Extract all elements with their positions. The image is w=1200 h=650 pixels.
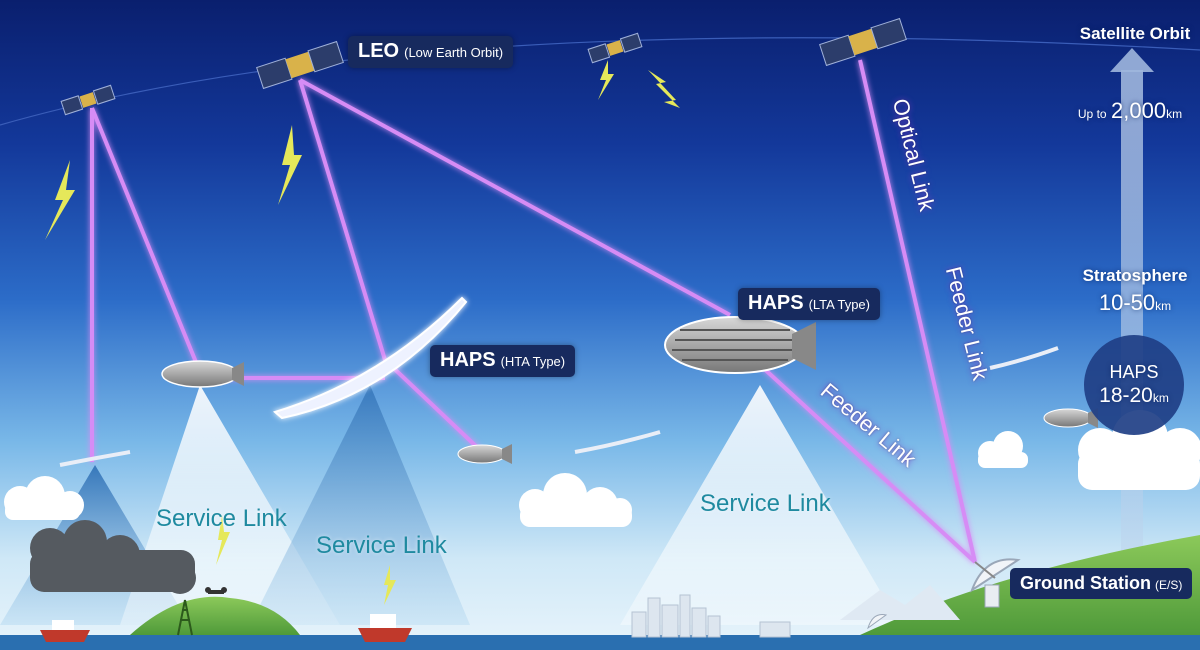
city-skyline-icon bbox=[631, 594, 791, 638]
satellite-dish-icon bbox=[970, 558, 1021, 608]
haps-hta-label: HAPS (HTA Type) bbox=[430, 345, 576, 377]
storm-cloud-icon bbox=[30, 520, 196, 594]
haps-lta-label: HAPS (LTA Type) bbox=[738, 288, 880, 320]
ground-station-label-main: Ground Station bbox=[1020, 573, 1151, 593]
drone-icon bbox=[205, 587, 227, 594]
airship-icon bbox=[457, 444, 512, 464]
ground-station-label: Ground Station(E/S) bbox=[1010, 568, 1193, 599]
ship-icon bbox=[358, 614, 412, 642]
haps-altitude: 18-20km bbox=[1084, 384, 1184, 408]
haps-lta-label-main: HAPS bbox=[748, 292, 804, 314]
haps-altitude-unit: km bbox=[1152, 391, 1169, 405]
haps-hta-label-sub: (HTA Type) bbox=[500, 354, 566, 369]
hta-aircraft-icon bbox=[59, 450, 131, 467]
service-link-label: Service Link bbox=[316, 532, 447, 559]
haps-altitude-circle bbox=[1084, 335, 1184, 435]
haps-lta-label-sub: (LTA Type) bbox=[808, 297, 870, 312]
satellite-icon bbox=[819, 17, 907, 67]
hta-aircraft-icon bbox=[574, 430, 661, 454]
hta-aircraft-icon bbox=[989, 346, 1059, 370]
coverage-cone bbox=[250, 385, 470, 625]
service-link-label: Service Link bbox=[700, 490, 831, 517]
ground-station-label-sub: (E/S) bbox=[1154, 578, 1183, 592]
satellite-altitude-prefix: Up to bbox=[1077, 107, 1107, 121]
stratosphere-altitude-unit: km bbox=[1155, 299, 1172, 313]
cloud-icon bbox=[4, 476, 84, 520]
leo-label: LEO (Low Earth Orbit) bbox=[348, 36, 514, 68]
haps-altitude-value: 18-20 bbox=[1099, 384, 1153, 407]
satellite-icon bbox=[256, 40, 344, 90]
haps-altitude-label: HAPS bbox=[1109, 362, 1159, 382]
island-hill bbox=[130, 596, 300, 635]
cloud-icon bbox=[519, 473, 632, 527]
small-dish-icon bbox=[867, 614, 888, 630]
cloud-icon bbox=[978, 431, 1028, 468]
satellite-orbit-label: Satellite Orbit bbox=[1079, 24, 1191, 43]
stratosphere-altitude-value: 10-50 bbox=[1098, 290, 1156, 315]
sea bbox=[0, 635, 1200, 650]
leo-label-main: LEO bbox=[358, 40, 400, 62]
satellite-icon bbox=[60, 84, 116, 116]
mountain-icon bbox=[840, 585, 960, 620]
stratosphere-label: Stratosphere bbox=[1082, 266, 1188, 285]
satellite-icon bbox=[587, 32, 643, 64]
service-link-label: Service Link bbox=[156, 505, 287, 532]
stratosphere-altitude: 10-50km bbox=[1055, 290, 1200, 316]
coverage-cone bbox=[620, 385, 900, 625]
altitude-arrow bbox=[1110, 48, 1154, 590]
cell-tower-icon bbox=[177, 599, 193, 636]
satellite-altitude-unit: km bbox=[1166, 107, 1183, 121]
hta-aircraft-icon bbox=[272, 296, 468, 420]
lightning-bolts bbox=[45, 60, 680, 605]
airship-icon bbox=[161, 360, 244, 388]
haps-hta-label-main: HAPS bbox=[440, 349, 496, 371]
satellite-altitude: Up to 2,000km bbox=[1055, 98, 1200, 124]
ship-icon bbox=[40, 620, 90, 642]
airship-icon bbox=[1043, 408, 1098, 428]
airship-icon bbox=[664, 316, 816, 374]
satellite-altitude-value: 2,000 bbox=[1111, 98, 1167, 123]
leo-label-sub: (Low Earth Orbit) bbox=[404, 45, 504, 60]
